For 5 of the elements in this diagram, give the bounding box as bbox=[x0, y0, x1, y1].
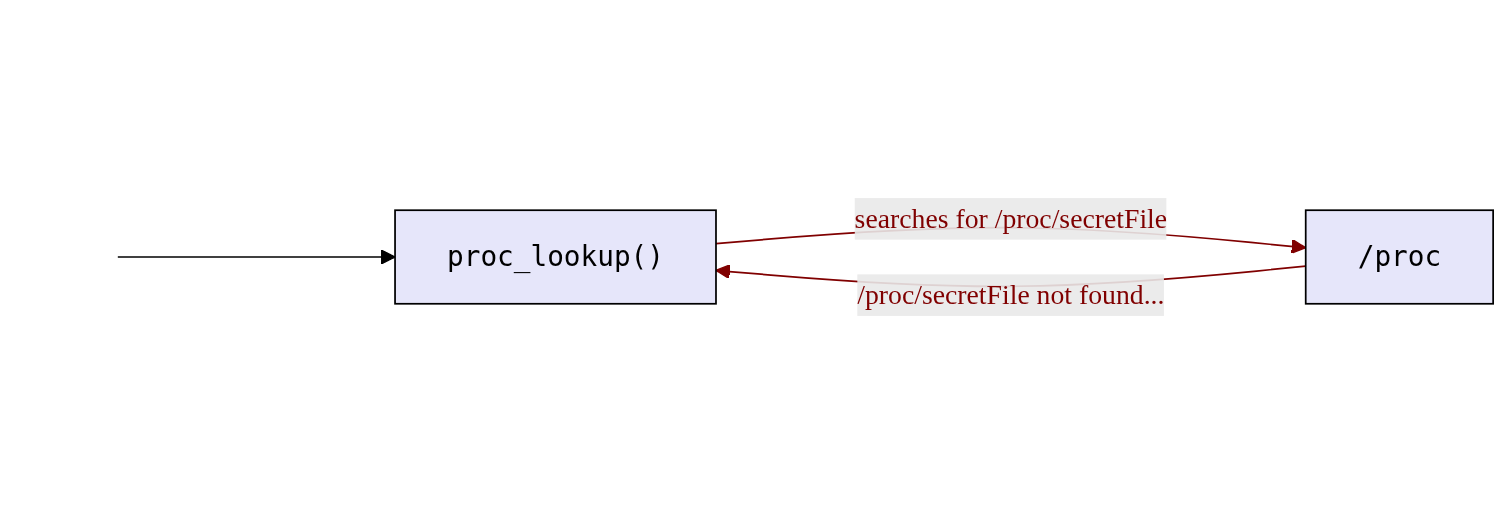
arrow bbox=[116, 249, 396, 265]
edge-label: /proc/secretFile not found... bbox=[857, 279, 1165, 309]
node-box: /proc bbox=[1304, 209, 1494, 305]
edge-label: searches for /proc/secretFile bbox=[854, 203, 1168, 233]
node-box: proc_lookup() bbox=[394, 209, 717, 305]
